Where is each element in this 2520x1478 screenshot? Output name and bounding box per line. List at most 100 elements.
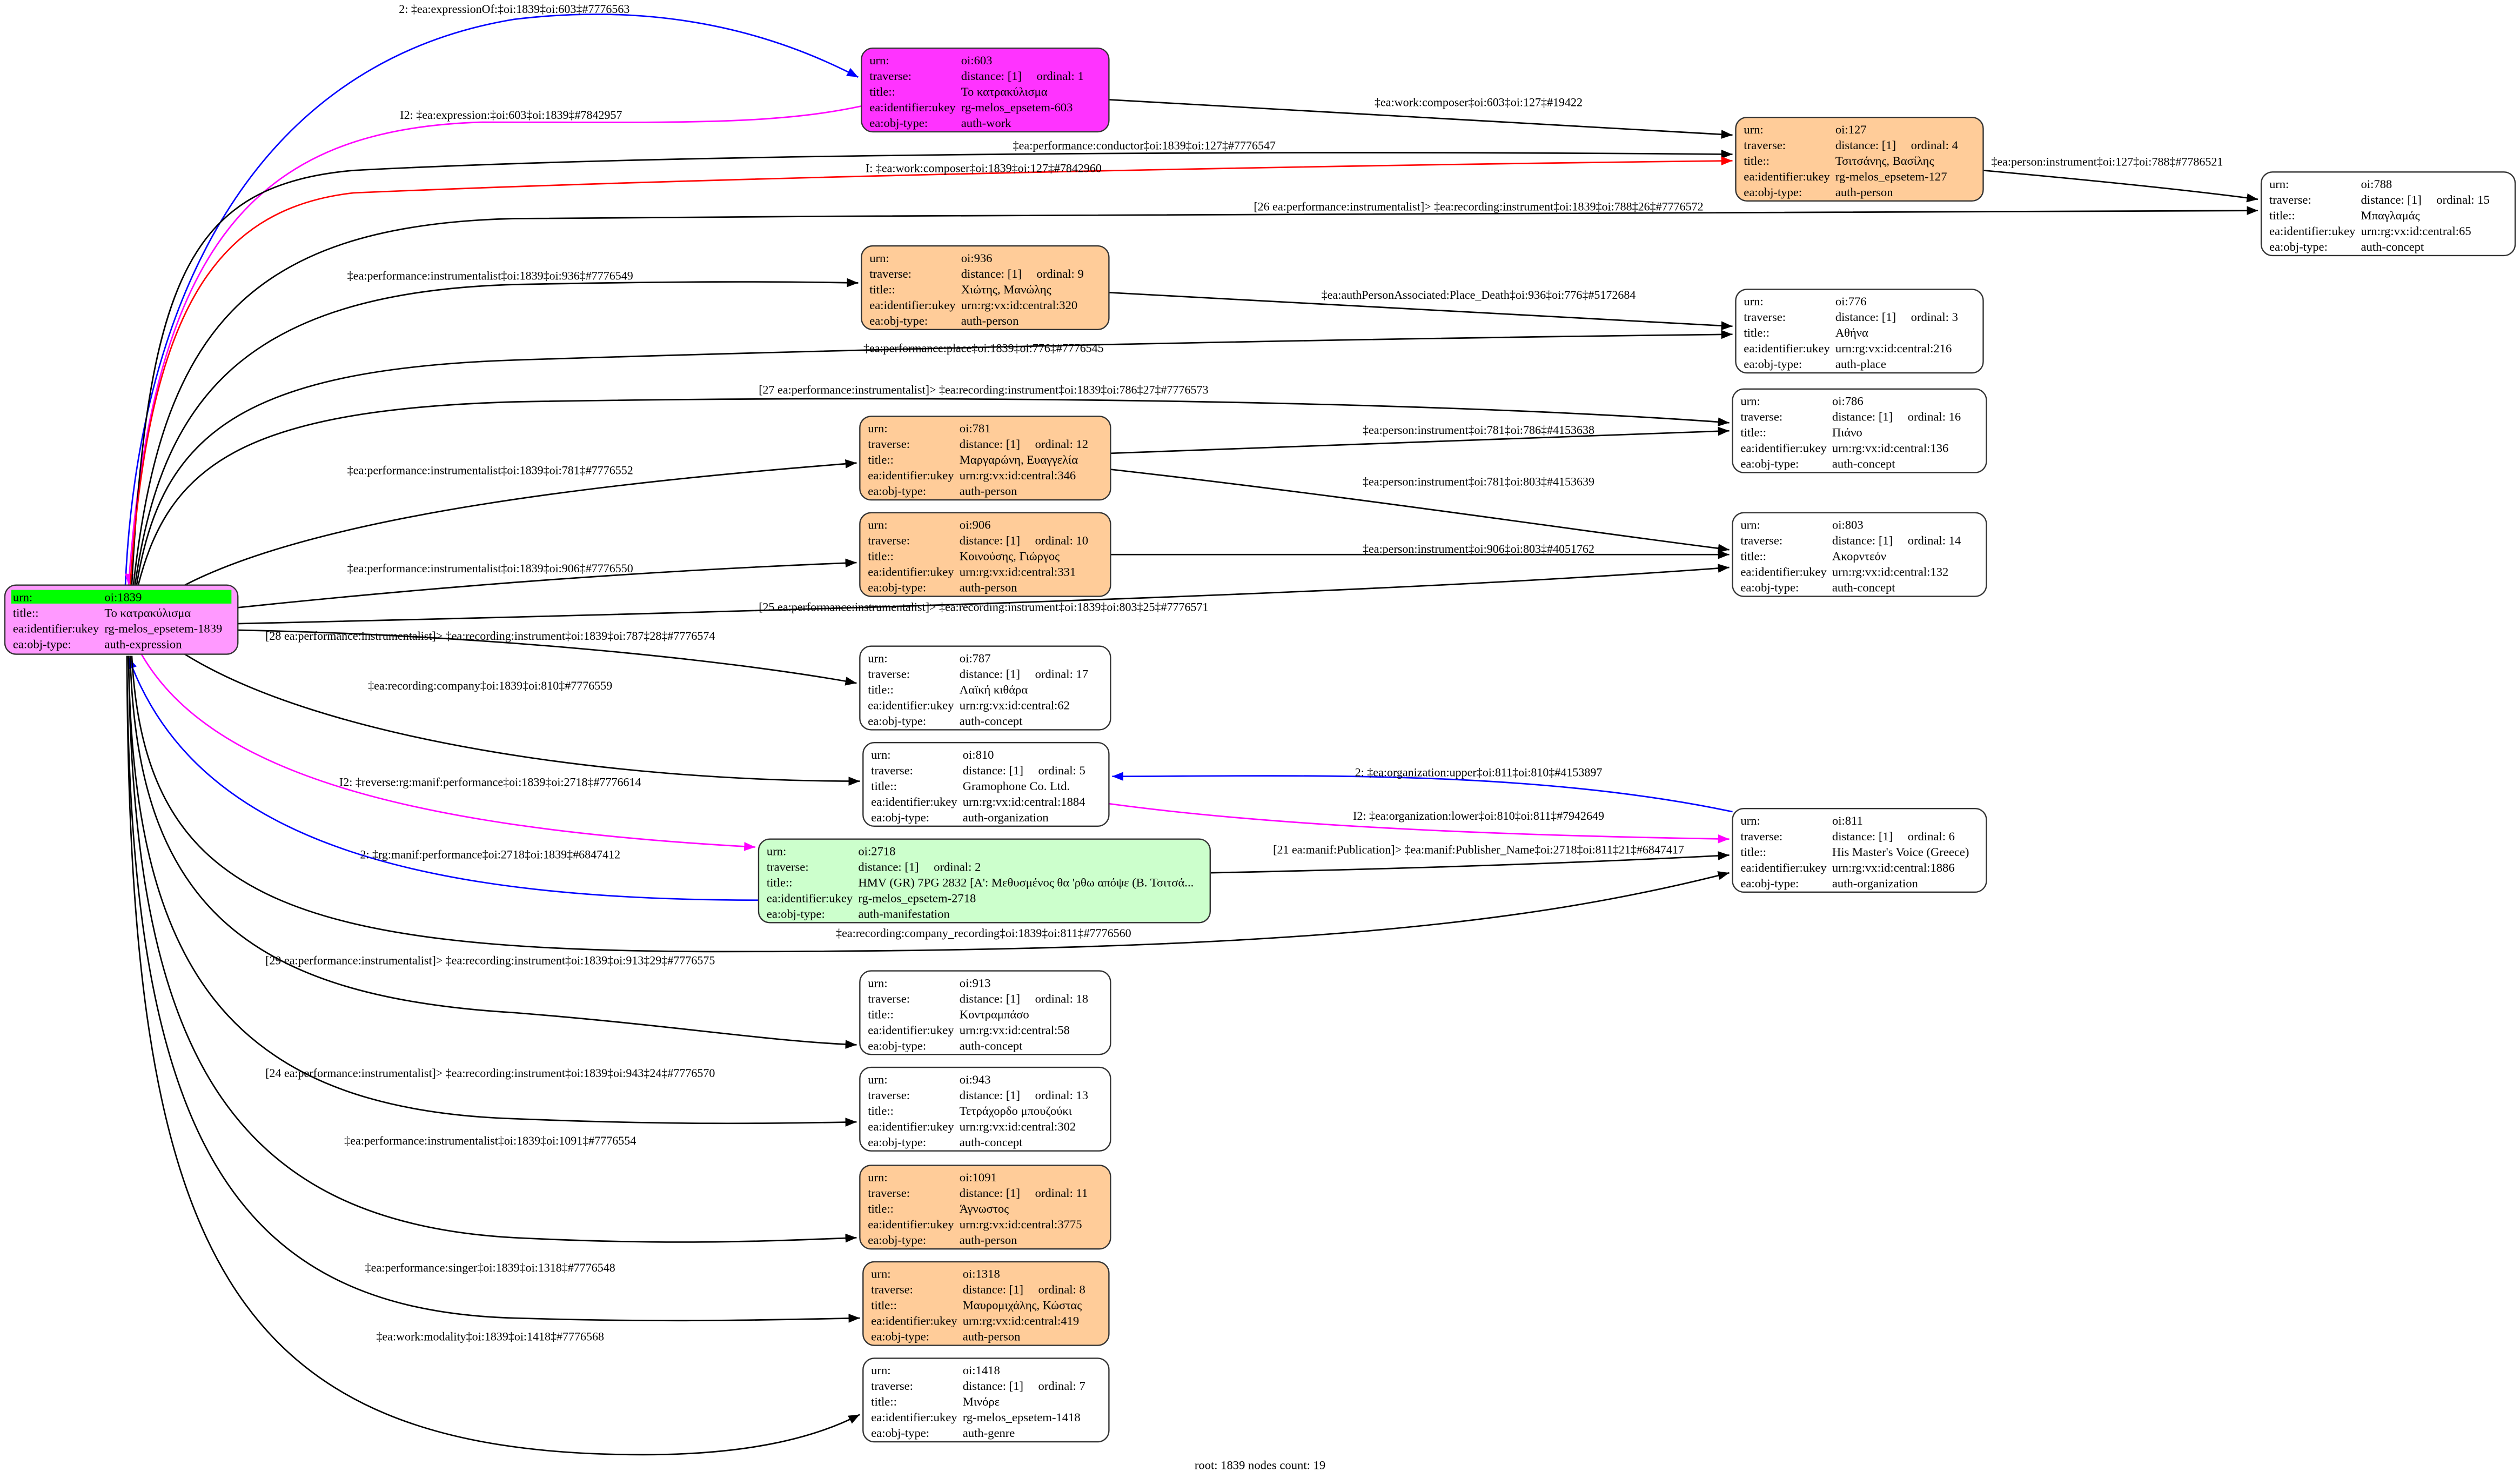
row-label-ukey: ea:identifier:ukey [2269,224,2356,238]
node-title: Άγνωστος [960,1202,1009,1215]
node-title: Τσιτσάνης, Βασίλης [1835,154,1934,168]
row-label-urn: urn: [1740,518,1760,532]
node-urn: oi:936 [961,251,993,265]
row-label-obj-type: ea:obj-type: [868,1135,926,1149]
row-label-urn: urn: [871,1267,890,1281]
edge-line [1109,292,1733,331]
row-label-urn: urn: [868,422,887,435]
edge-label: ‡ea:performance:instrumentalist‡oi:1839‡… [347,269,633,283]
row-label-title: title:: [1740,550,1766,563]
edge-label: ‡ea:recording:company‡oi:1839‡oi:810‡#77… [368,679,612,692]
row-label-traverse: traverse: [871,1283,913,1296]
row-label-obj-type: ea:obj-type: [2269,240,2328,253]
edge-label: ‡ea:performance:instrumentalist‡oi:1839‡… [344,1134,636,1147]
node-box [859,1066,1111,1152]
edge-line [1210,851,1730,874]
traverse-ordinal: ordinal: 18 [1035,992,1089,1005]
edge-label: ‡ea:work:modality‡oi:1839‡oi:1418‡#77765… [376,1330,604,1343]
edge-label: ‡ea:person:instrument‡oi:906‡oi:803‡#405… [1363,542,1594,556]
traverse-ordinal: ordinal: 1 [1037,69,1084,83]
row-label-title: title:: [767,875,793,889]
node-obj-type: auth-concept [1832,581,1895,594]
row-label-obj-type: ea:obj-type: [868,1039,926,1052]
edge-line [238,558,857,608]
row-label-obj-type: ea:obj-type: [1740,581,1799,594]
row-label-ukey: ea:identifier:ukey [1744,170,1830,183]
node-urn: oi:803 [1832,518,1864,532]
row-label-urn: urn: [868,976,887,989]
edge-line [124,14,859,585]
row-label-ukey: ea:identifier:ukey [767,891,853,905]
row-label-obj-type: ea:obj-type: [767,907,825,920]
edge-line [140,653,756,851]
edge-label: [25 ea:performance:instrumentalist]> ‡ea… [759,600,1208,613]
row-label-title: title:: [13,606,39,619]
node-urn: oi:603 [961,53,993,67]
node-ukey: rg-melos_epsetem-603 [961,101,1073,114]
traverse-ordinal: ordinal: 5 [1038,764,1085,777]
row-label-traverse: traverse: [868,992,910,1005]
node-title: Αθήνα [1835,326,1868,339]
row-label-title: title:: [868,1104,894,1118]
traverse-ordinal: ordinal: 17 [1035,667,1089,680]
node-obj-type: auth-concept [960,1135,1023,1149]
node-urn: oi:1839 [104,590,142,604]
node-obj-type: auth-person [960,581,1017,594]
root-highlight [11,590,232,604]
edge-label: ‡ea:performance:place‡oi:1839‡oi:776‡#77… [863,341,1104,355]
edge-line [1109,802,1730,844]
row-label-title: title:: [868,683,894,696]
node-obj-type: auth-concept [960,714,1023,727]
node-box [861,245,1110,330]
node-obj-type: auth-person [960,484,1017,498]
row-label-ukey: ea:identifier:ukey [868,469,954,482]
traverse-distance: distance: [1] [960,992,1020,1005]
node-urn: oi:127 [1835,123,1867,136]
edge-label: 2: ‡rg:manif:performance‡oi:2718‡oi:1839… [360,847,620,861]
node-ukey: urn:rg:vx:id:central:58 [960,1023,1070,1036]
row-label-title: title:: [871,1395,897,1408]
row-label-ukey: ea:identifier:ukey [1744,342,1830,355]
row-label-ukey: ea:identifier:ukey [868,1023,954,1036]
row-label-title: title:: [871,1299,897,1312]
row-label-traverse: traverse: [869,69,912,83]
traverse-distance: distance: [1] [1835,138,1896,152]
traverse-ordinal: ordinal: 13 [1035,1088,1089,1102]
node-obj-type: auth-place [1835,357,1886,371]
node-obj-type: auth-person [960,1233,1017,1247]
traverse-distance: distance: [1] [960,667,1020,680]
row-label-title: title:: [868,453,894,466]
node-obj-type: auth-person [1835,185,1893,199]
edges-layer [124,14,2258,1456]
edge-label: ‡ea:performance:instrumentalist‡oi:1839‡… [347,561,633,575]
node-obj-type: auth-manifestation [858,907,949,920]
row-label-ukey: ea:identifier:ukey [868,1120,954,1133]
node-ukey: urn:rg:vx:id:central:346 [960,469,1076,482]
edge-label: ‡ea:person:instrument‡oi:781‡oi:803‡#415… [1363,474,1594,488]
node-obj-type: auth-person [963,1330,1021,1343]
edge-label: ‡ea:recording:company_recording‡oi:1839‡… [836,926,1131,940]
node-box [862,1357,1110,1443]
edge-line [238,564,1730,625]
edge-line [1110,469,1730,553]
node-box [859,1165,1111,1250]
